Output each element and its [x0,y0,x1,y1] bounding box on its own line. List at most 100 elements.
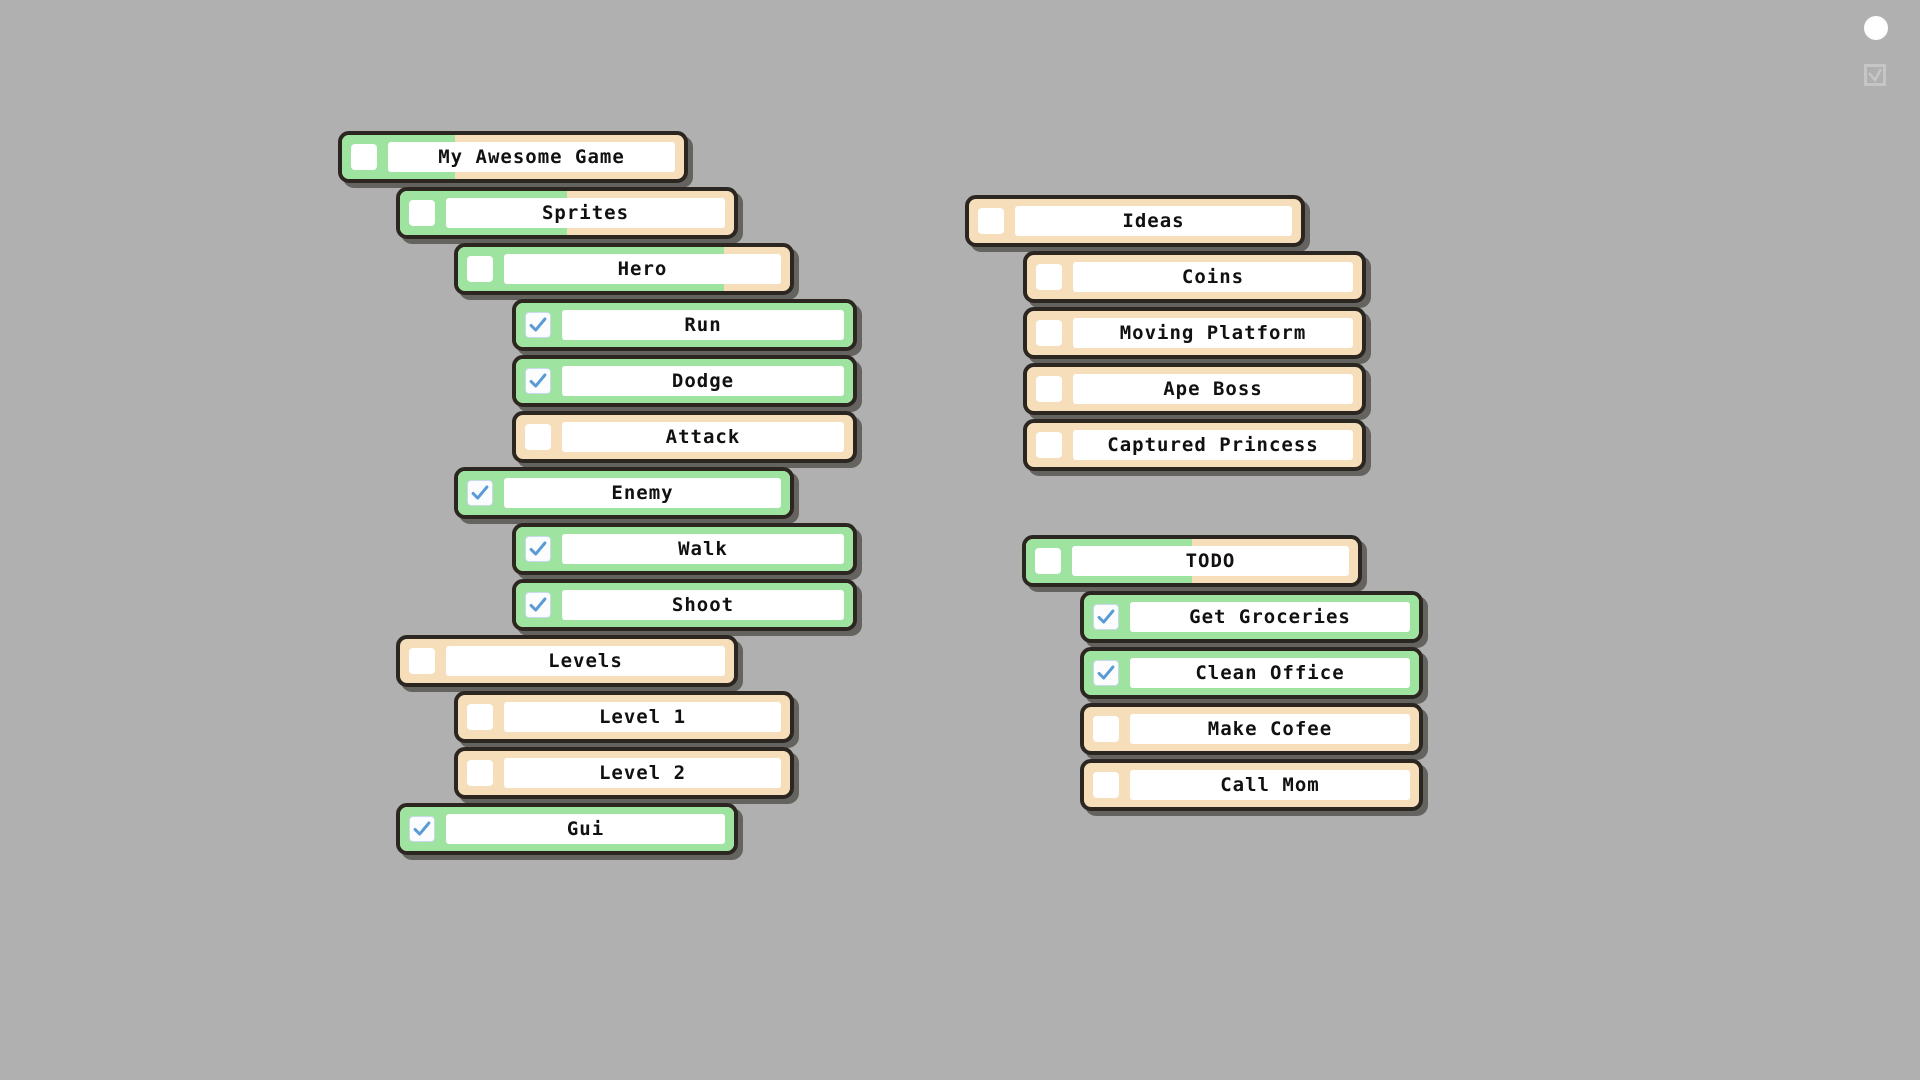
row-content: Call Mom [1084,763,1419,807]
tree-row[interactable]: Enemy [454,467,794,519]
row-checkbox[interactable] [1036,264,1062,290]
row-checkbox[interactable] [409,200,435,226]
row-text-field[interactable]: Call Mom [1130,770,1410,800]
row-content: Levels [400,639,734,683]
row-content: Dodge [516,359,853,403]
row-content: TODO [1026,539,1358,583]
tree-row[interactable]: Shoot [512,579,857,631]
check-mark-icon [526,537,550,561]
row-checkbox[interactable] [525,312,551,338]
row-checkbox[interactable] [467,480,493,506]
row-content: Make Cofee [1084,707,1419,751]
tree-row[interactable]: Levels [396,635,738,687]
row-label: Run [684,314,722,336]
tree-row[interactable]: Make Cofee [1080,703,1423,755]
row-checkbox[interactable] [467,760,493,786]
row-label: My Awesome Game [438,146,625,168]
tree-row[interactable]: Dodge [512,355,857,407]
row-text-field[interactable]: Enemy [504,478,781,508]
row-checkbox[interactable] [467,704,493,730]
row-text-field[interactable]: Clean Office [1130,658,1410,688]
tree-row[interactable]: My Awesome Game [338,131,688,183]
row-checkbox[interactable] [978,208,1004,234]
row-text-field[interactable]: Ideas [1015,206,1292,236]
tree-row[interactable]: Level 2 [454,747,794,799]
row-checkbox[interactable] [1035,548,1061,574]
row-text-field[interactable]: Ape Boss [1073,374,1353,404]
corner-icon-group [1850,0,1920,110]
row-checkbox[interactable] [525,368,551,394]
row-text-field[interactable]: Moving Platform [1073,318,1353,348]
row-checkbox[interactable] [1093,604,1119,630]
row-content: Gui [400,807,734,851]
tree-row[interactable]: Sprites [396,187,738,239]
tree-row[interactable]: Get Groceries [1080,591,1423,643]
row-content: Get Groceries [1084,595,1419,639]
row-text-field[interactable]: Make Cofee [1130,714,1410,744]
record-circle-icon[interactable] [1864,16,1888,40]
row-text-field[interactable]: Shoot [562,590,844,620]
row-content: Clean Office [1084,651,1419,695]
checkbox-icon[interactable] [1864,64,1886,86]
tree-row[interactable]: Captured Princess [1023,419,1366,471]
tree-row[interactable]: Level 1 [454,691,794,743]
tree-row[interactable]: Run [512,299,857,351]
tree-row[interactable]: Call Mom [1080,759,1423,811]
row-checkbox[interactable] [525,592,551,618]
row-text-field[interactable]: Levels [446,646,725,676]
row-content: Ape Boss [1027,367,1362,411]
row-label: Shoot [671,594,735,616]
row-text-field[interactable]: Level 2 [504,758,781,788]
row-text-field[interactable]: Level 1 [504,702,781,732]
tree-row[interactable]: Ideas [965,195,1305,247]
row-checkbox[interactable] [409,816,435,842]
row-label: Level 1 [598,706,687,728]
row-checkbox[interactable] [1093,772,1119,798]
row-checkbox[interactable] [1093,660,1119,686]
check-mark-icon [1094,605,1118,629]
row-content: Shoot [516,583,853,627]
row-text-field[interactable]: Walk [562,534,844,564]
tree-row[interactable]: Moving Platform [1023,307,1366,359]
row-text-field[interactable]: Get Groceries [1130,602,1410,632]
tree-row[interactable]: Walk [512,523,857,575]
row-text-field[interactable]: Dodge [562,366,844,396]
row-text-field[interactable]: Hero [504,254,781,284]
tree-row[interactable]: Attack [512,411,857,463]
row-text-field[interactable]: Gui [446,814,725,844]
row-text-field[interactable]: Sprites [446,198,725,228]
row-text-field[interactable]: TODO [1072,546,1349,576]
row-label: Ape Boss [1163,378,1263,400]
tree-row[interactable]: Ape Boss [1023,363,1366,415]
row-label: Sprites [541,202,630,224]
row-text-field[interactable]: Attack [562,422,844,452]
row-checkbox[interactable] [1093,716,1119,742]
tree-row[interactable]: Clean Office [1080,647,1423,699]
row-label: Levels [548,650,623,672]
tree-row[interactable]: Gui [396,803,738,855]
check-mark-icon [526,313,550,337]
row-label: Hero [617,258,668,280]
row-checkbox[interactable] [1036,432,1062,458]
row-text-field[interactable]: Run [562,310,844,340]
row-checkbox[interactable] [409,648,435,674]
row-text-field[interactable]: My Awesome Game [388,142,675,172]
tree-row[interactable]: TODO [1022,535,1362,587]
tree-row[interactable]: Coins [1023,251,1366,303]
row-checkbox[interactable] [1036,320,1062,346]
row-text-field[interactable]: Coins [1073,262,1353,292]
row-checkbox[interactable] [351,144,377,170]
row-label: TODO [1185,550,1236,572]
row-checkbox[interactable] [1036,376,1062,402]
tree-row[interactable]: Hero [454,243,794,295]
row-label: Walk [678,538,728,560]
row-text-field[interactable]: Captured Princess [1073,430,1353,460]
row-checkbox[interactable] [467,256,493,282]
row-content: Walk [516,527,853,571]
row-checkbox[interactable] [525,536,551,562]
row-checkbox[interactable] [525,424,551,450]
